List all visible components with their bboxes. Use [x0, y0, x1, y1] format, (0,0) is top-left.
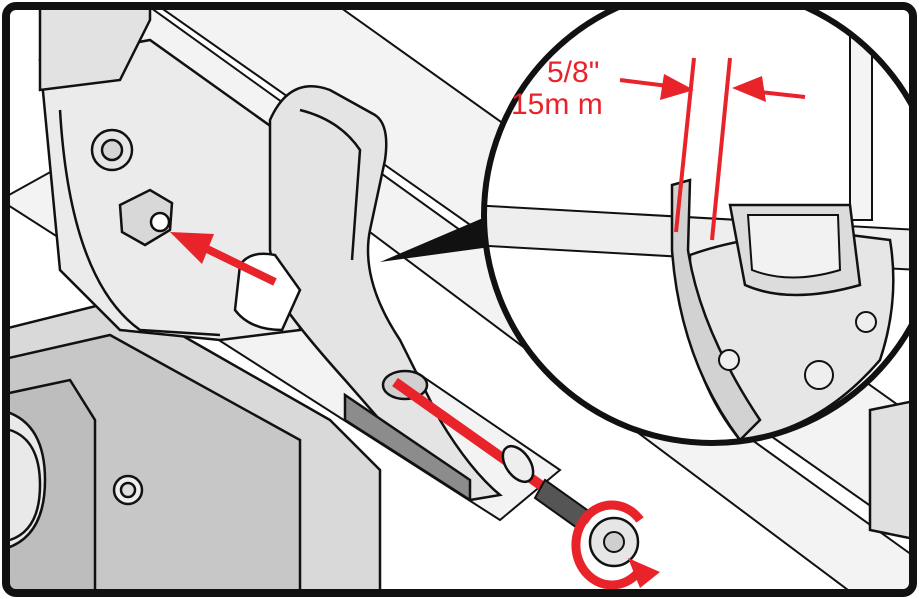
dimension-label-mm: 15m m — [511, 88, 603, 121]
rack-side-part — [868, 398, 913, 542]
callout-pointer — [380, 215, 505, 262]
bolt-assembly — [392, 377, 640, 568]
magnifier-callout — [481, 6, 913, 446]
insertion-arrow — [170, 232, 277, 286]
rack-base-housing — [6, 298, 382, 593]
rotation-arrow — [571, 500, 660, 590]
dimension-arrows — [619, 57, 806, 241]
dimension-label-inch: 5/8" — [547, 56, 600, 89]
